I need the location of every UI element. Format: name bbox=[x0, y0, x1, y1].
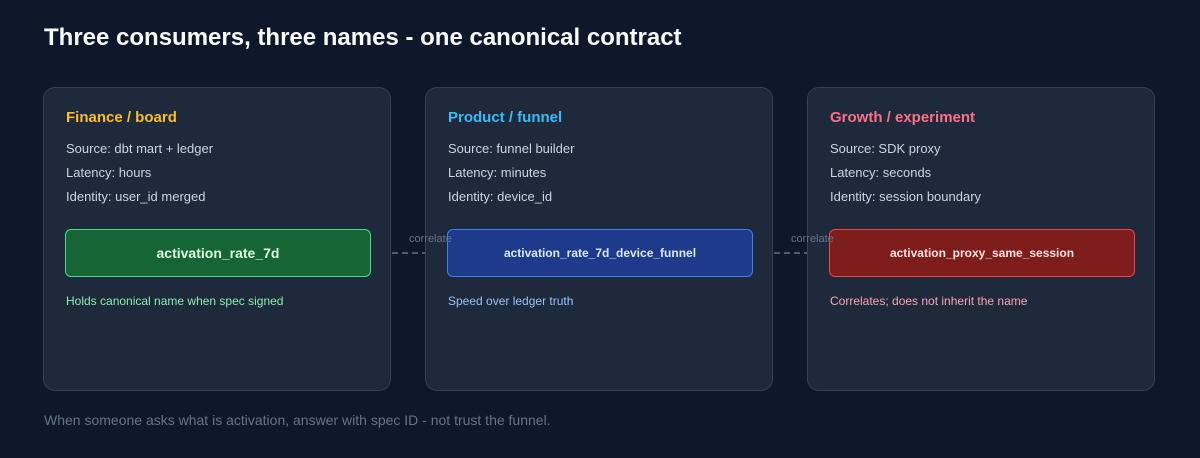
card-source: Source: dbt mart + ledger bbox=[66, 141, 214, 156]
card-growth-experiment: Growth / experiment Source: SDK proxy La… bbox=[807, 87, 1155, 391]
footer-note: When someone asks what is activation, an… bbox=[44, 412, 551, 428]
metric-box-device-funnel: activation_rate_7d_device_funnel bbox=[447, 229, 753, 277]
card-note: Correlates; does not inherit the name bbox=[830, 294, 1028, 308]
card-identity: Identity: device_id bbox=[448, 189, 553, 204]
connector-label: correlate bbox=[791, 233, 834, 245]
metric-box-proxy-same-session: activation_proxy_same_session bbox=[829, 229, 1135, 277]
card-identity: Identity: user_id merged bbox=[66, 189, 206, 204]
card-heading: Growth / experiment bbox=[830, 109, 976, 126]
card-source: Source: SDK proxy bbox=[830, 141, 941, 156]
page-title: Three consumers, three names - one canon… bbox=[44, 24, 682, 51]
card-latency: Latency: seconds bbox=[830, 165, 932, 180]
card-source: Source: funnel builder bbox=[448, 141, 575, 156]
card-finance-board: Finance / board Source: dbt mart + ledge… bbox=[43, 87, 391, 391]
metric-box-activation-rate-7d: activation_rate_7d bbox=[65, 229, 371, 277]
card-note: Holds canonical name when spec signed bbox=[66, 294, 284, 308]
card-latency: Latency: hours bbox=[66, 165, 152, 180]
card-identity: Identity: session boundary bbox=[830, 189, 982, 204]
connector-label: correlate bbox=[409, 233, 452, 245]
card-note: Speed over ledger truth bbox=[448, 294, 574, 308]
card-heading: Product / funnel bbox=[448, 109, 563, 126]
card-latency: Latency: minutes bbox=[448, 165, 547, 180]
card-product-funnel: Product / funnel Source: funnel builder … bbox=[425, 87, 773, 391]
card-heading: Finance / board bbox=[66, 109, 177, 126]
